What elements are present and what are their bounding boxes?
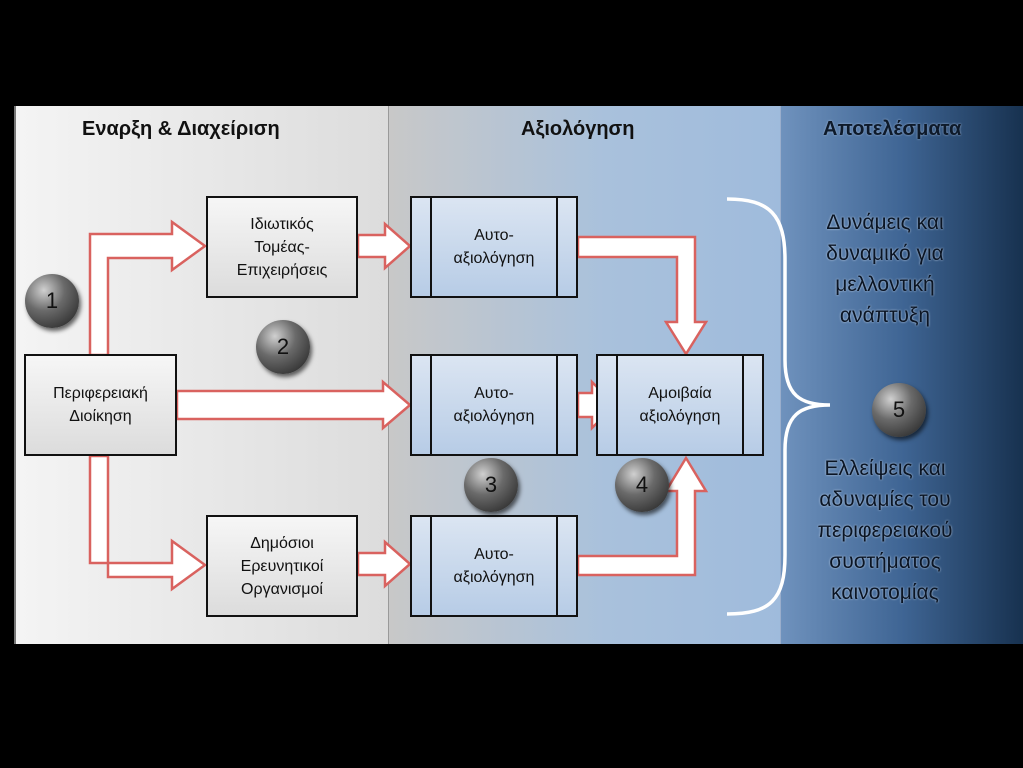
step-3: 3 xyxy=(464,458,518,512)
outcome-weaknesses: Ελλείψεις και αδυναμίες του περιφερειακο… xyxy=(817,457,953,604)
column-results xyxy=(780,106,1023,644)
step-4: 4 xyxy=(615,458,669,512)
box-self-eval-mid: Αυτο- αξιολόγηση xyxy=(410,354,578,456)
header-results: Αποτελέσματα xyxy=(823,118,962,140)
box-private-sector: Ιδιωτικός Τομέας- Επιχειρήσεις xyxy=(206,196,358,298)
arrow-to-self-eval-mid xyxy=(175,379,412,431)
box-peer-eval: Αμοιβαία αξιολόγηση xyxy=(596,354,764,456)
box-self-eval-top: Αυτο- αξιολόγηση xyxy=(410,196,578,298)
arrow-to-self-eval-top xyxy=(356,221,412,271)
arrow-top-to-peer xyxy=(576,235,709,357)
box-regional-admin: Περιφερειακή Διοίκηση xyxy=(24,354,177,456)
arrow-to-self-eval-bottom xyxy=(356,539,412,589)
self-eval-top-label: Αυτο- αξιολόγηση xyxy=(453,227,535,267)
self-eval-bottom-label: Αυτο- αξιολόγηση xyxy=(453,546,535,586)
arrows xyxy=(88,219,709,592)
results-brace xyxy=(726,197,831,616)
arrow-to-private-sector xyxy=(88,219,208,357)
step-2: 2 xyxy=(256,320,310,374)
header-start: Εναρξη & Διαχείριση xyxy=(82,118,280,140)
step-5: 5 xyxy=(872,383,926,437)
header-evaluation: Αξιολόγηση xyxy=(521,118,635,140)
arrow-bottom-to-peer xyxy=(576,455,709,577)
step-1: 1 xyxy=(25,274,79,328)
peer-eval-label: Αμοιβαία αξιολόγηση xyxy=(639,385,721,425)
arrow-to-public-research xyxy=(88,454,208,592)
box-self-eval-bottom: Αυτο- αξιολόγηση xyxy=(410,515,578,617)
self-eval-mid-label: Αυτο- αξιολόγηση xyxy=(453,385,535,425)
box-public-research: Δημόσιοι Ερευνητικοί Οργανισμοί xyxy=(206,515,358,617)
outcome-strengths: Δυνάμεις και δυναμικό για μελλοντική ανά… xyxy=(826,211,944,327)
